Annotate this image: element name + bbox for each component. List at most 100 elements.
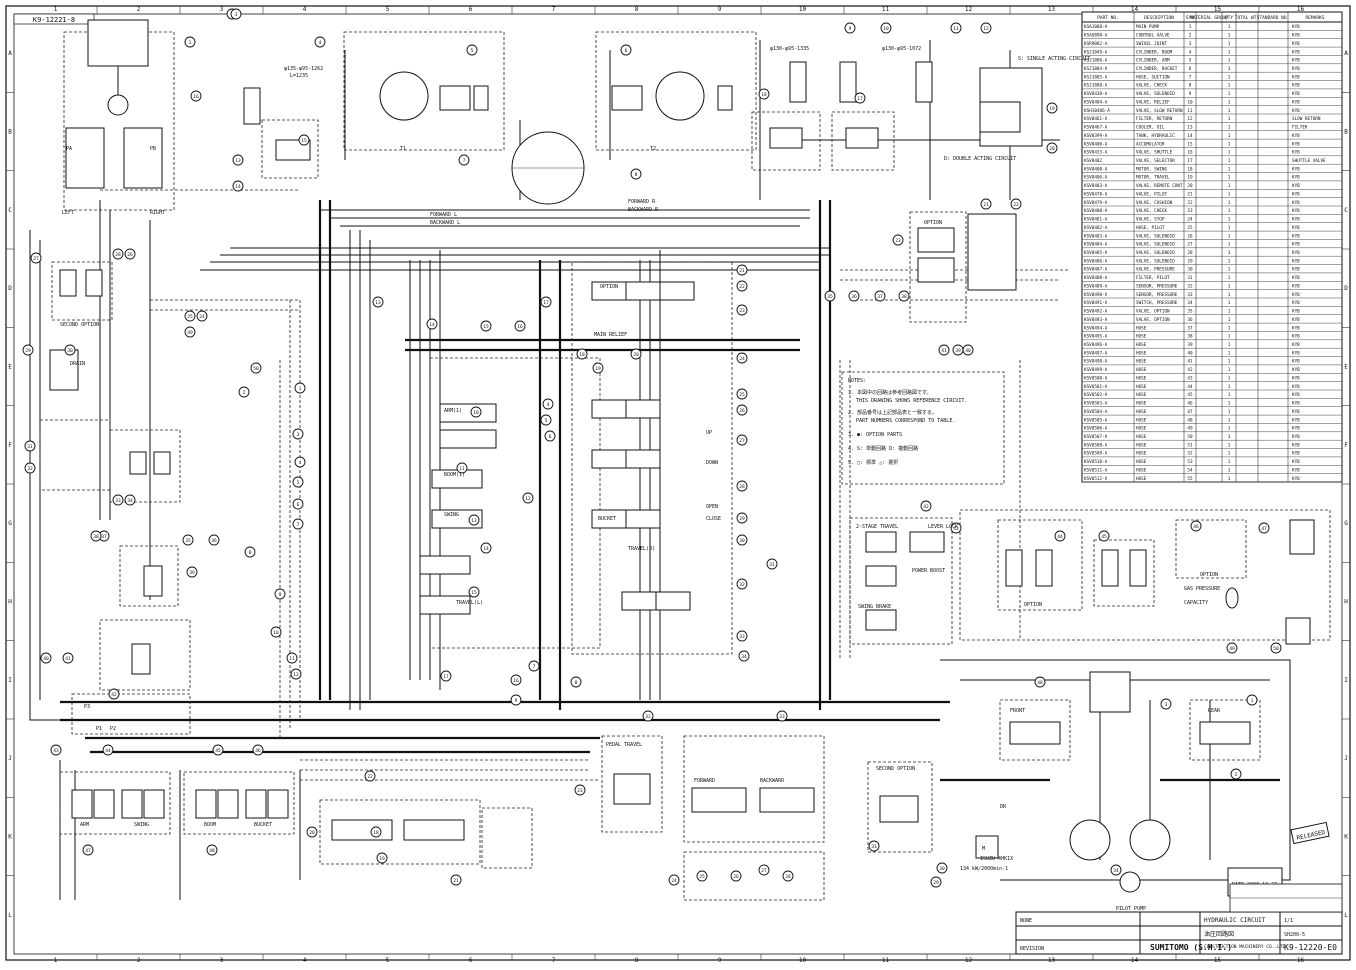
part-number-cell: KSV0483-A — [1084, 233, 1108, 239]
part-balloon: 14 — [426, 318, 438, 330]
part-balloon: 3 — [1160, 698, 1172, 710]
balloon-number: 50 — [253, 366, 259, 372]
sym-cell: 13 — [1187, 125, 1193, 131]
drain-label: DRAIN — [70, 361, 85, 367]
balloon-number: 35 — [827, 294, 833, 300]
qty-cell: 1 — [1228, 33, 1231, 39]
description-cell: VALVE, SOLENOID — [1136, 233, 1175, 239]
p2-port-label: PB — [150, 146, 156, 152]
description-cell: HOSE — [1136, 384, 1147, 390]
col-number: 14 — [1131, 6, 1139, 13]
row-letter: I — [1344, 677, 1348, 684]
remarks-cell: KYB — [1292, 325, 1300, 331]
title-block: DATE 2008-10-27 RELEASED SUMITOMO (S.H.I… — [1015, 821, 1343, 955]
remarks-cell: KYB — [1292, 451, 1300, 457]
sym-cell: 37 — [1187, 325, 1193, 331]
part-number-cell: KSA1088-A — [1084, 24, 1108, 30]
balloon-number: 15 — [301, 138, 307, 144]
part-balloon: 50 — [250, 362, 262, 374]
qty-cell: 1 — [1228, 74, 1231, 80]
part-balloon: 31 — [766, 558, 778, 570]
part-balloon: 4 — [314, 36, 326, 48]
balloon-number: 2 — [1235, 772, 1238, 778]
part-balloon: 37 — [874, 290, 886, 302]
remarks-cell: KYB — [1292, 233, 1300, 239]
table-header: QTY — [1225, 15, 1233, 21]
part-number-cell: KSV0400-A — [1084, 141, 1108, 147]
part-number-cell: KSV0402 — [1084, 158, 1103, 164]
part-balloon: 19 — [376, 852, 388, 864]
table-header: STANDARD NO. — [1257, 15, 1290, 21]
description-cell: VALVE, SHUTTLE — [1136, 150, 1173, 156]
part-balloon: 29 — [930, 876, 942, 888]
travel-l-spool-label: TRAVEL(L) — [456, 600, 483, 606]
part-balloon: 19 — [1046, 102, 1058, 114]
option-right-label: OPTION — [1200, 572, 1218, 578]
balloon-number: 12 — [983, 26, 989, 32]
sym-cell: 20 — [1187, 183, 1193, 189]
remarks-cell: KYB — [1292, 66, 1300, 72]
balloon-number: 8 — [575, 680, 578, 686]
col-number: 7 — [552, 957, 556, 964]
qty-cell: 1 — [1228, 342, 1231, 348]
engine-label: ISUZU 4HK1X — [980, 856, 1013, 862]
row-letter: K — [1344, 834, 1348, 841]
balloon-number: 11 — [953, 26, 959, 32]
part-number-cell: KSV0510-A — [1084, 459, 1108, 465]
part-balloon: 26 — [736, 404, 748, 416]
qty-cell: 1 — [1228, 225, 1231, 231]
sym-cell: 27 — [1187, 242, 1193, 248]
balloon-number: 8 — [249, 550, 252, 556]
balloon-number: 35 — [185, 538, 191, 544]
description-cell: HOSE — [1136, 359, 1147, 365]
balloon-number: 31 — [769, 562, 775, 568]
part-balloon: 11 — [286, 652, 298, 664]
qty-cell: 1 — [1228, 250, 1231, 256]
col-number: 13 — [1048, 957, 1056, 964]
rear-pump-label: REAR — [1208, 708, 1221, 714]
part-number-cell: KSV0501-A — [1084, 384, 1108, 390]
remarks-cell: KYB — [1292, 342, 1300, 348]
description-cell: HOSE — [1136, 459, 1147, 465]
description-cell: VALVE, SOLENOID — [1136, 258, 1175, 264]
part-number-cell: KSV0508-A — [1084, 442, 1108, 448]
col-number: 3 — [220, 6, 224, 13]
part-balloon: 43 — [50, 744, 62, 756]
balloon-number: 45 — [1101, 534, 1107, 540]
balloon-number: 15 — [483, 324, 489, 330]
sym-cell: 5 — [1189, 58, 1192, 64]
row-letter: J — [1344, 755, 1348, 762]
part-balloon: 13 — [468, 514, 480, 526]
part-number-cell: KSV0467-A — [1084, 125, 1108, 131]
part-number-cell: KSV0461-A — [1084, 116, 1108, 122]
qty-cell: 1 — [1228, 233, 1231, 239]
sym-cell: 22 — [1187, 200, 1193, 206]
balloon-number: 18 — [373, 830, 379, 836]
note-5: 5. □: 標準 △: 選択 — [848, 459, 898, 466]
sym-cell: 19 — [1187, 175, 1193, 181]
description-cell: HOSE — [1136, 367, 1147, 373]
part-number-cell: KSV0509-A — [1084, 451, 1108, 457]
part-number-cell: KSV0503-A — [1084, 401, 1108, 407]
part-balloon: 20 — [306, 826, 318, 838]
note-3: 3. ●: OPTION PARTS — [848, 432, 902, 438]
part-balloon: 15 — [298, 134, 310, 146]
qty-cell: 1 — [1228, 442, 1231, 448]
note-1-en: THIS DRAWING SHOWS REFERENCE CIRCUIT. — [856, 398, 967, 404]
qty-cell: 1 — [1228, 58, 1231, 64]
forward-r-label: FORWARD R — [628, 199, 656, 205]
part-balloon: 18 — [758, 88, 770, 100]
part-balloon: 21 — [450, 874, 462, 886]
part-balloon: 21 — [736, 264, 748, 276]
qty-cell: 1 — [1228, 158, 1231, 164]
qty-cell: 1 — [1228, 175, 1231, 181]
part-balloon: 42 — [108, 688, 120, 700]
